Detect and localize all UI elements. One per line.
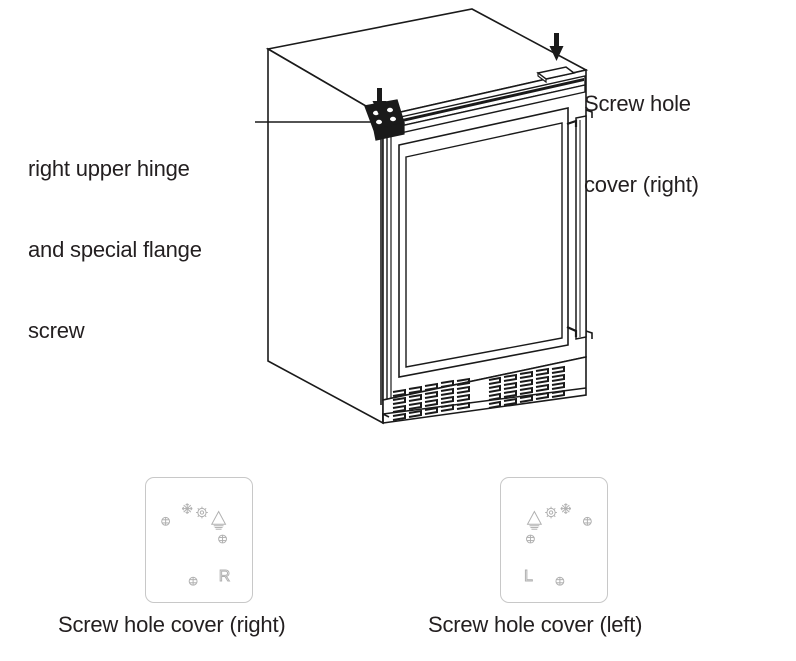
screw-head-icon	[218, 534, 227, 544]
screw-hole-cover-callout-label: Screw hole cover (right)	[584, 36, 699, 252]
recycle-triangle-icon	[526, 510, 543, 530]
hinge-callout-label: right upper hinge and special flange scr…	[28, 101, 202, 398]
cabinet-left-side-panel	[267, 47, 384, 425]
gear-icon	[196, 506, 208, 519]
cover-letter-mark-right: R	[219, 568, 230, 585]
glass-door-panel	[398, 107, 569, 378]
hinge-callout-line3: screw	[28, 318, 85, 343]
bottom-vent-grille-group-right	[488, 365, 565, 409]
door-left-edge	[380, 128, 392, 409]
snowflake-icon	[560, 503, 572, 514]
screw-hole-cover-callout-line1: Screw hole	[584, 91, 691, 116]
screw-head-icon	[555, 576, 565, 586]
snowflake-icon	[181, 503, 193, 514]
bottom-grille-housing	[382, 356, 587, 424]
cover-letter-mark-left: L	[524, 568, 533, 585]
recycle-triangle-icon	[210, 510, 227, 530]
screw-head-icon	[161, 516, 171, 526]
screw-head-icon	[526, 534, 535, 544]
hinge-callout-line2: and special flange	[28, 237, 202, 262]
screw-hole-cover-left-graphics: L	[524, 503, 592, 586]
caption-screw-hole-cover-right: Screw hole cover (right)	[58, 612, 286, 637]
hinge-arrow-icon	[372, 88, 387, 116]
screw-hole-cover-right-graphics: R	[161, 503, 231, 586]
screw-hole-cover-callout-line2: cover (right)	[584, 172, 699, 197]
bottom-vent-grille-group-left	[392, 377, 470, 421]
gear-icon	[545, 506, 557, 519]
hinge-callout-line1: right upper hinge	[28, 156, 190, 181]
screw-hole-cover-right-panel: R	[145, 477, 253, 603]
caption-screw-hole-cover-left: Screw hole cover (left)	[428, 612, 643, 637]
screw-head-icon	[582, 516, 592, 526]
screw-hole-cover-tab	[536, 66, 576, 84]
screw-hole-cover-left-panel: L	[500, 477, 608, 603]
vertical-bar-handle	[566, 109, 593, 340]
screw-head-icon	[188, 576, 198, 586]
screw-hole-cover-arrow-icon	[549, 33, 564, 61]
